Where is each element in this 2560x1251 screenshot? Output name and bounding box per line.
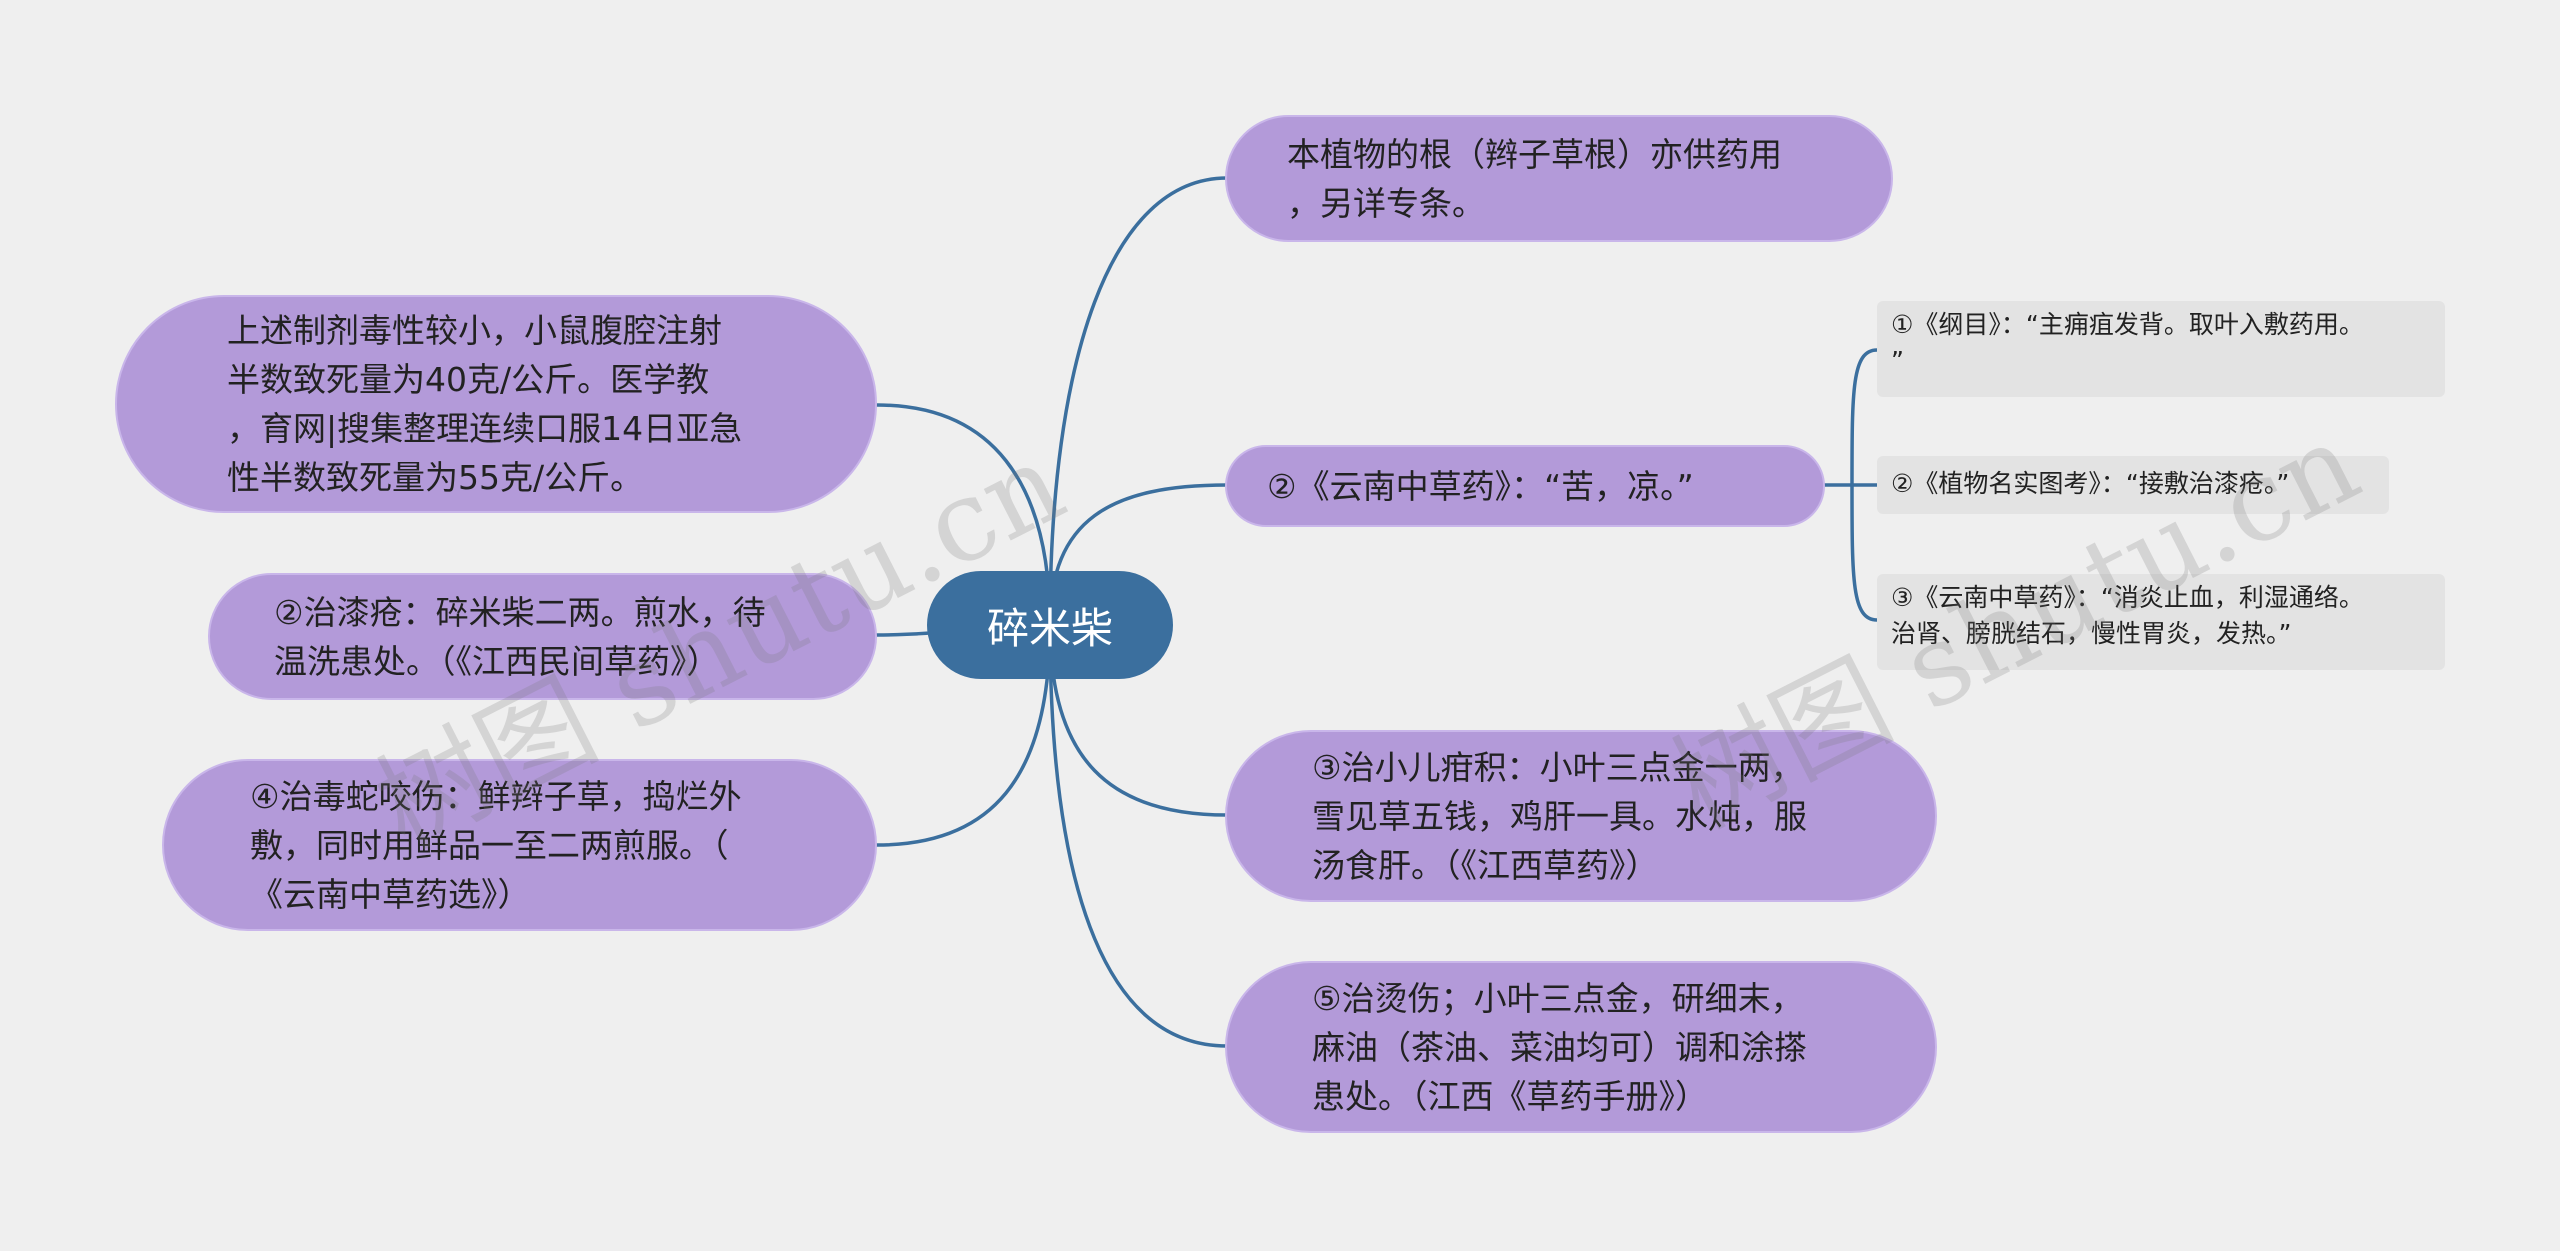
branch-node-text: ②治漆疮：碎米柴二两。煎水，待 温洗患处。（《江西民间草药》）: [274, 592, 766, 681]
branch-node-text: ⑤治烫伤；小叶三点金，研细末， 麻油（茶油、菜油均可）调和涂搽 患处。（江西《草…: [1312, 978, 1807, 1116]
branch-node-text: ②《云南中草药》：“苦，凉。”: [1267, 466, 1694, 506]
connector-r4: [1048, 623, 1229, 1048]
branch-node-r4[interactable]: ⑤治烫伤；小叶三点金，研细末， 麻油（茶油、菜油均可）调和涂搽 患处。（江西《草…: [1225, 961, 1937, 1133]
branch-node-text: 上述制剂毒性较小，小鼠腹腔注射 半数致死量为40克/公斤。医学教 ，育网|搜集整…: [227, 311, 743, 497]
branch-node-l2[interactable]: ②治漆疮：碎米柴二两。煎水，待 温洗患处。（《江西民间草药》）: [208, 573, 877, 700]
connector-s1: [1850, 348, 1879, 487]
sub-node-text: ③《云南中草药》：“消炎止血，利湿通络。 治肾、膀胱结石，慢性胃炎，发热。”: [1891, 583, 2364, 648]
connector-s3: [1850, 483, 1879, 622]
sub-node-s2[interactable]: ②《植物名实图考》：“接敷治漆疮。”: [1877, 456, 2389, 514]
connector-l3: [875, 623, 1052, 847]
central-topic-label: 碎米柴: [986, 603, 1113, 653]
branch-node-r3[interactable]: ③治小儿疳积：小叶三点金一两， 雪见草五钱，鸡肝一具。水炖，服 汤食肝。（《江西…: [1225, 730, 1937, 902]
branch-node-r1[interactable]: 本植物的根（辫子草根）亦供药用 ，另详专条。: [1225, 115, 1893, 242]
branch-node-l1[interactable]: 上述制剂毒性较小，小鼠腹腔注射 半数致死量为40克/公斤。医学教 ，育网|搜集整…: [115, 295, 877, 513]
branch-node-r2[interactable]: ②《云南中草药》：“苦，凉。”: [1225, 445, 1825, 527]
sub-node-text: ②《植物名实图考》：“接敷治漆疮。”: [1891, 469, 2290, 498]
sub-node-s3[interactable]: ③《云南中草药》：“消炎止血，利湿通络。 治肾、膀胱结石，慢性胃炎，发热。”: [1877, 574, 2445, 670]
branch-node-text: ④治毒蛇咬伤：鲜辫子草，捣烂外 敷，同时用鲜品一至二两煎服。（ 《云南中草药选》…: [250, 776, 742, 914]
central-topic[interactable]: 碎米柴: [927, 571, 1173, 679]
branch-node-l3[interactable]: ④治毒蛇咬伤：鲜辫子草，捣烂外 敷，同时用鲜品一至二两煎服。（ 《云南中草药选》…: [162, 759, 877, 931]
connector-r1: [1048, 176, 1229, 627]
branch-node-text: ③治小儿疳积：小叶三点金一两， 雪见草五钱，鸡肝一具。水炖，服 汤食肝。（《江西…: [1312, 747, 1807, 885]
sub-node-text: ①《纲目》：“主痈疽发背。取叶入敷药用。 ”: [1891, 310, 2364, 375]
sub-node-s1[interactable]: ①《纲目》：“主痈疽发背。取叶入敷药用。 ”: [1877, 301, 2445, 397]
branch-node-text: 本植物的根（辫子草根）亦供药用 ，另详专条。: [1287, 134, 1782, 223]
